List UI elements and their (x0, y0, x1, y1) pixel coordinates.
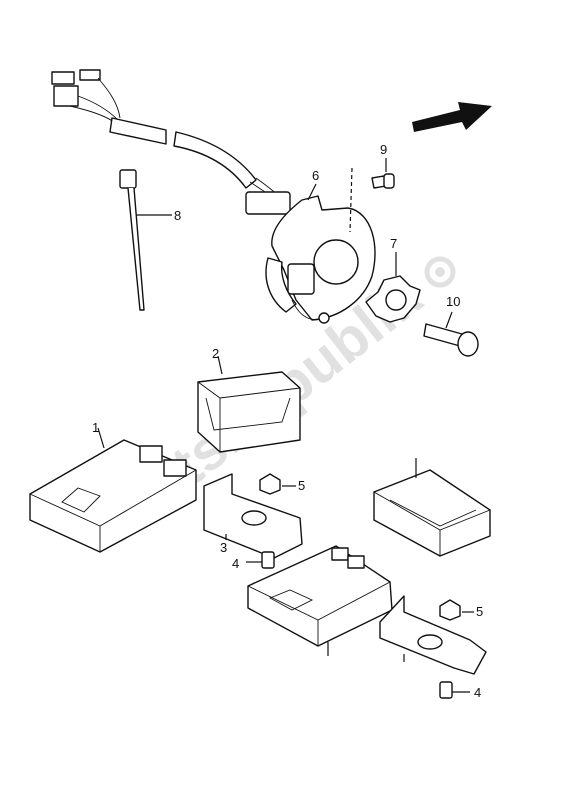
callout-4b: 4 (474, 685, 481, 700)
callout-2: 2 (212, 346, 219, 361)
callout-5b: 5 (476, 604, 483, 619)
callout-8: 8 (174, 208, 181, 223)
part-4-bolt-bottom (439, 681, 470, 699)
callout-10: 10 (446, 294, 460, 309)
callout-4a: 4 (232, 556, 239, 571)
wiring-harness (51, 69, 291, 215)
callout-9: 9 (380, 142, 387, 157)
part-6-pickup-plate (265, 167, 376, 324)
direction-arrow-icon (412, 102, 492, 132)
callout-5a: 5 (298, 478, 305, 493)
part-3-bracket (203, 473, 303, 559)
part-2-rubber-cover (197, 355, 301, 453)
part-1-igniter-unit (29, 427, 197, 553)
bracket-lower (379, 595, 487, 675)
watermark-gear-icon (424, 256, 456, 288)
rubber-cover-right (373, 458, 491, 557)
callout-6: 6 (312, 168, 319, 183)
callout-1: 1 (92, 420, 99, 435)
part-8-cable-tie (119, 169, 172, 311)
part-5-nut-top (259, 473, 296, 495)
part-10-bolt (423, 311, 479, 357)
part-7-rotor (365, 252, 421, 323)
igniter-unit-lower (247, 545, 393, 656)
callout-7: 7 (390, 236, 397, 251)
part-9-screw (371, 158, 395, 189)
callout-3: 3 (220, 540, 227, 555)
part-4-bolt-top (246, 551, 275, 569)
part-5-nut-bottom (439, 599, 474, 621)
